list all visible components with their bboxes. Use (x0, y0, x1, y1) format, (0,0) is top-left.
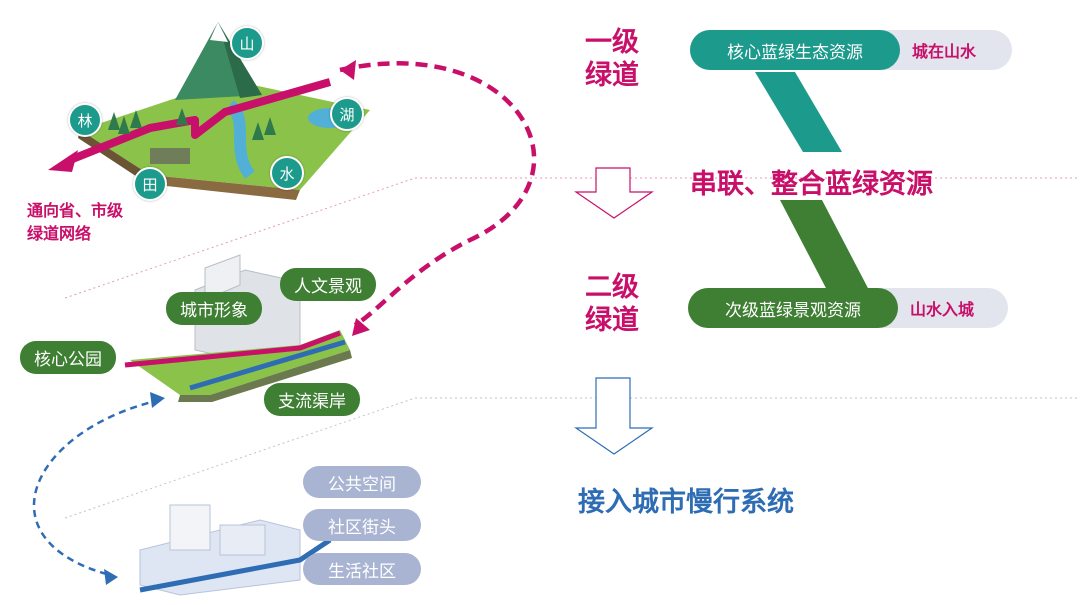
core-park-tag: 核心公园 (20, 341, 116, 374)
level1-line-1: 一级 (585, 27, 639, 57)
tributary-tag: 支流渠岸 (264, 383, 360, 416)
water-label: 水 (270, 156, 304, 190)
level1-tag: 城在山水 (912, 44, 977, 61)
teal-connector (755, 72, 842, 152)
mountain-label: 山 (230, 26, 264, 60)
level2-label: 二级 绿道 (585, 271, 639, 337)
level1-resource: 核心蓝绿生态资源 (690, 30, 900, 70)
blue-dashed-arrow (32, 398, 161, 577)
community-block (139, 504, 332, 596)
level1-line-2: 绿道 (585, 60, 639, 90)
level2-tag: 山水入城 (910, 302, 975, 319)
street-tag: 社区街头 (303, 509, 421, 541)
down-arrow-2 (574, 377, 654, 455)
level2-resource-pill: 次级蓝绿景观资源 山水入城 (688, 288, 1008, 328)
level1-label: 一级 绿道 (585, 26, 639, 92)
field-label: 田 (133, 167, 167, 201)
to-network-text: 通向省、市级 绿道网络 (27, 200, 123, 246)
level2-line-2: 绿道 (585, 305, 639, 335)
to-network-line-2: 绿道网络 (27, 226, 92, 243)
green-connector (780, 200, 870, 292)
down-arrow-1 (574, 167, 654, 219)
middle-text: 串联、整合蓝绿资源 (690, 169, 933, 199)
living-community-tag: 生活社区 (303, 553, 421, 585)
divider-1 (64, 177, 416, 299)
to-network-line-1: 通向省、市级 (27, 203, 124, 220)
public-space-tag: 公共空间 (303, 466, 421, 498)
humanities-tag: 人文景观 (280, 268, 376, 301)
city-image-tag: 城市形象 (166, 292, 262, 325)
divider-2 (64, 397, 416, 519)
level2-line-1: 二级 (585, 272, 639, 302)
level1-resource-pill: 核心蓝绿生态资源 城在山水 (690, 30, 1012, 70)
level2-resource: 次级蓝绿景观资源 (688, 288, 898, 328)
forest-label: 林 (68, 103, 102, 137)
bottom-text: 接入城市慢行系统 (578, 487, 794, 517)
magenta-dashed-arrow (339, 61, 537, 327)
lake-label: 湖 (330, 97, 364, 131)
